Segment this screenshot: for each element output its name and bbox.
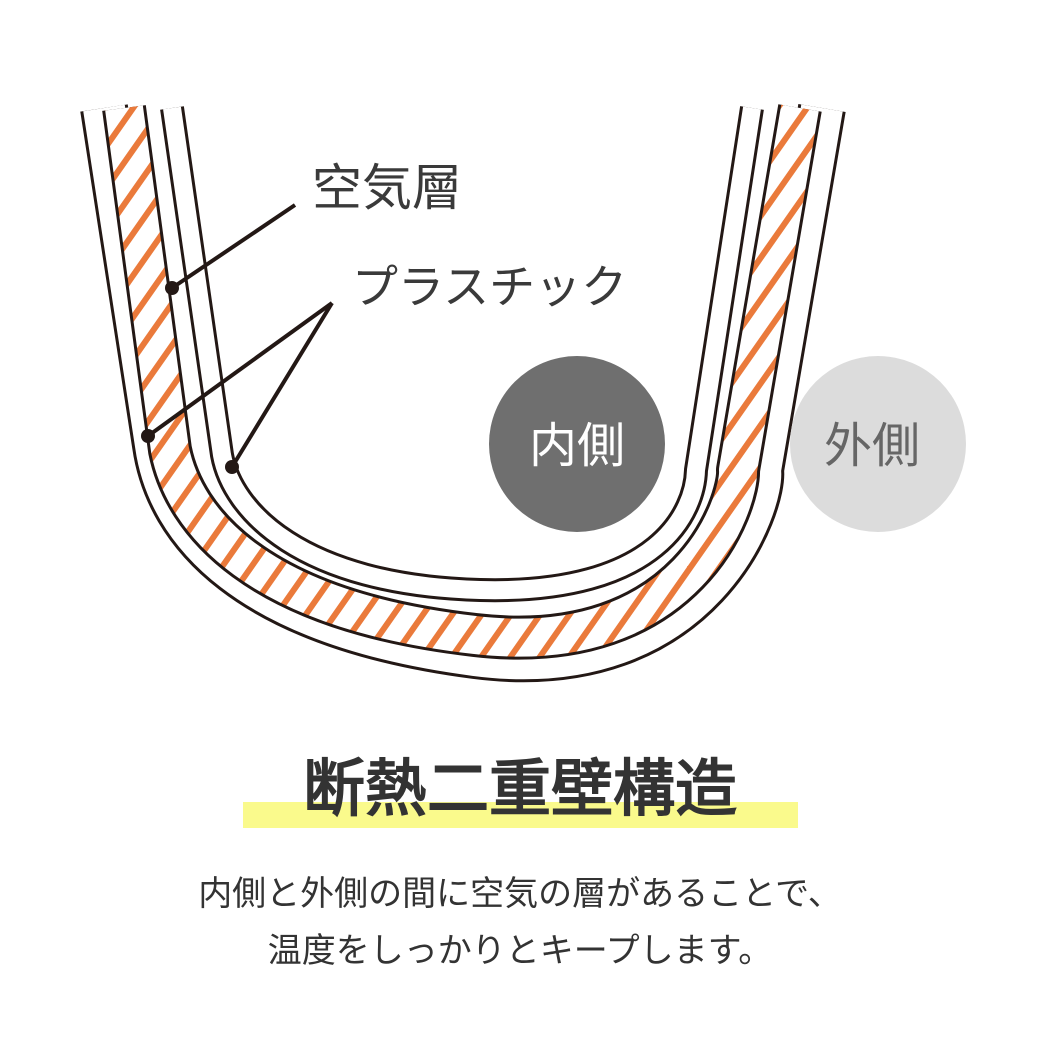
title-highlight <box>243 802 798 828</box>
description-line-1: 内側と外側の間に空気の層があることで、 <box>198 874 842 914</box>
outer-badge <box>790 356 966 532</box>
inner-badge-label: 内側 <box>529 418 625 474</box>
description-line-2: 温度をしっかりとキープします。 <box>268 931 773 971</box>
page-title: 断熱二重壁構造 <box>303 752 737 825</box>
air-layer-callout-dot <box>165 281 179 295</box>
air-layer-callout-line <box>170 203 297 290</box>
plastic-callout-dot-inner <box>225 460 239 474</box>
plastic-callout-line-outer <box>146 301 334 438</box>
inner-badge <box>489 356 665 532</box>
plastic-callout-dot-outer <box>141 429 155 443</box>
outer-badge-label: 外側 <box>824 418 920 474</box>
plastic-callout-line-inner <box>230 301 334 469</box>
air-layer-label: 空気層 <box>312 159 462 217</box>
plastic-label: プラスチック <box>352 260 627 314</box>
